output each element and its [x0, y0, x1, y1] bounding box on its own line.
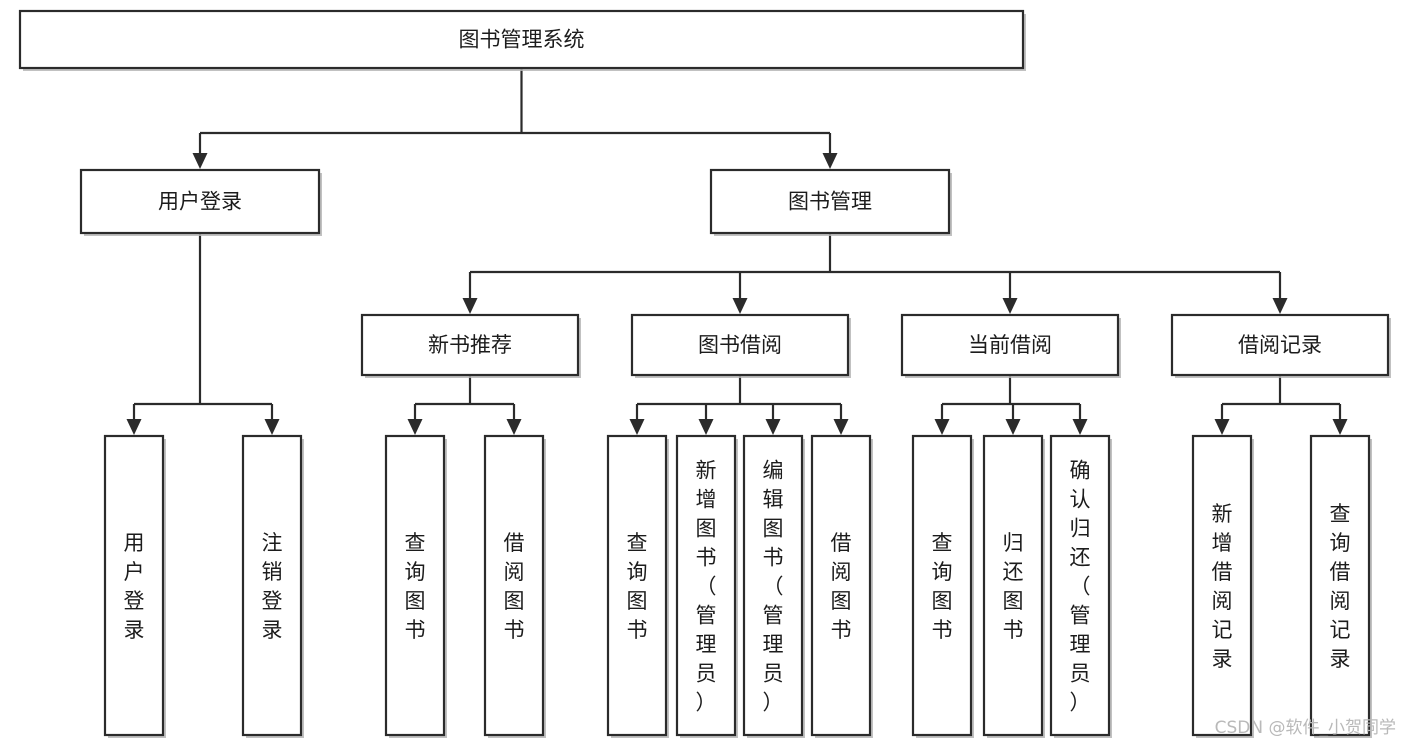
node-rect[interactable]: [241, 434, 303, 737]
edge-arrowhead: [1214, 419, 1230, 435]
node-label: 新书推荐: [428, 333, 512, 357]
node-label: 用户登录: [158, 190, 242, 214]
edge-group-bookmgmt: [462, 233, 1288, 314]
node-rect[interactable]: [709, 168, 951, 235]
csdn-watermark: CSDN @软件_小贺同学: [1215, 718, 1396, 738]
nodes-layer: 图书管理系统用户登录图书管理新书推荐图书借阅当前借阅借阅记录用户登录注销登录查询…: [18, 9, 1391, 738]
node-leaf-new-1[interactable]: 查询图书: [384, 434, 447, 738]
edge-arrowhead: [1005, 419, 1021, 435]
node-label: 确认归还（管理员）: [1070, 459, 1091, 715]
node-leaf-rec-2[interactable]: 查询借阅记录: [1309, 434, 1372, 738]
node-leaf-bor-3[interactable]: 编辑图书（管理员）: [742, 434, 805, 738]
node-rect[interactable]: [900, 313, 1120, 377]
node-leaf-cur-1[interactable]: 查询图书: [911, 434, 974, 738]
node-rect[interactable]: [384, 434, 446, 737]
edge-group-borrow: [629, 375, 849, 435]
edge-group-login: [126, 233, 280, 435]
edge-arrowhead: [506, 419, 522, 435]
node-label: 当前借阅: [968, 333, 1052, 357]
edge-arrowhead: [462, 298, 478, 314]
node-label: 新增借阅记录: [1212, 502, 1233, 671]
node-label: 借阅记录: [1238, 333, 1322, 357]
node-rect[interactable]: [911, 434, 973, 737]
edge-arrowhead: [629, 419, 645, 435]
node-rect[interactable]: [1170, 313, 1390, 377]
edge-group-root: [192, 68, 838, 169]
node-label: 用户登录: [124, 531, 145, 642]
node-rect[interactable]: [79, 168, 321, 235]
edge-arrowhead: [407, 419, 423, 435]
node-label: 图书管理: [788, 190, 872, 214]
node-bookmgmt[interactable]: 图书管理: [709, 168, 952, 236]
node-rect[interactable]: [606, 434, 668, 737]
node-rect[interactable]: [360, 313, 580, 377]
edge-arrowhead: [1002, 298, 1018, 314]
node-current[interactable]: 当前借阅: [900, 313, 1121, 378]
edge-arrowhead: [765, 419, 781, 435]
edge-arrowhead: [1272, 298, 1288, 314]
edge-arrowhead: [822, 153, 838, 169]
edge-arrowhead: [698, 419, 714, 435]
edge-arrowhead: [264, 419, 280, 435]
edge-group-records: [1214, 375, 1348, 435]
edge-arrowhead: [1072, 419, 1088, 435]
edge-arrowhead: [126, 419, 142, 435]
node-label: 编辑图书（管理员）: [763, 459, 784, 715]
node-leaf-rec-1[interactable]: 新增借阅记录: [1191, 434, 1254, 738]
node-label: 注销登录: [262, 531, 283, 642]
edge-arrowhead: [934, 419, 950, 435]
node-newbook[interactable]: 新书推荐: [360, 313, 581, 378]
node-rect[interactable]: [1191, 434, 1253, 737]
edge-arrowhead: [1332, 419, 1348, 435]
node-rect[interactable]: [1049, 434, 1111, 737]
node-login[interactable]: 用户登录: [79, 168, 322, 236]
node-rect[interactable]: [18, 9, 1025, 70]
node-rect[interactable]: [810, 434, 872, 737]
node-leaf-bor-2[interactable]: 新增图书（管理员）: [675, 434, 738, 738]
node-label: 查询借阅记录: [1330, 502, 1351, 671]
edge-group-newbook: [407, 375, 522, 435]
node-label: 借阅图书: [504, 531, 525, 642]
node-label: 借阅图书: [831, 531, 852, 642]
node-rect[interactable]: [1309, 434, 1371, 737]
node-label: 归还图书: [1003, 531, 1024, 642]
node-rect[interactable]: [483, 434, 545, 737]
node-rect[interactable]: [982, 434, 1044, 737]
node-borrow[interactable]: 图书借阅: [630, 313, 851, 378]
node-label: 查询图书: [405, 531, 426, 642]
node-root[interactable]: 图书管理系统: [18, 9, 1026, 71]
node-leaf-bor-1[interactable]: 查询图书: [606, 434, 669, 738]
node-label: 查询图书: [627, 531, 648, 642]
node-rect[interactable]: [742, 434, 804, 737]
edge-arrowhead: [192, 153, 208, 169]
node-leaf-bor-4[interactable]: 借阅图书: [810, 434, 873, 738]
node-leaf-new-2[interactable]: 借阅图书: [483, 434, 546, 738]
node-leaf-cur-3[interactable]: 确认归还（管理员）: [1049, 434, 1112, 738]
edge-arrowhead: [833, 419, 849, 435]
node-leaf-login-1[interactable]: 用户登录: [103, 434, 166, 738]
edges-layer: [126, 68, 1348, 435]
node-rect[interactable]: [103, 434, 165, 737]
node-label: 图书管理系统: [459, 28, 585, 52]
node-leaf-cur-2[interactable]: 归还图书: [982, 434, 1045, 738]
edge-arrowhead: [732, 298, 748, 314]
edge-group-current: [934, 375, 1088, 435]
node-leaf-login-2[interactable]: 注销登录: [241, 434, 304, 738]
node-rect[interactable]: [630, 313, 850, 377]
node-label: 查询图书: [932, 531, 953, 642]
node-label: 新增图书（管理员）: [696, 459, 717, 715]
node-rect[interactable]: [675, 434, 737, 737]
node-records[interactable]: 借阅记录: [1170, 313, 1391, 378]
node-label: 图书借阅: [698, 333, 782, 357]
